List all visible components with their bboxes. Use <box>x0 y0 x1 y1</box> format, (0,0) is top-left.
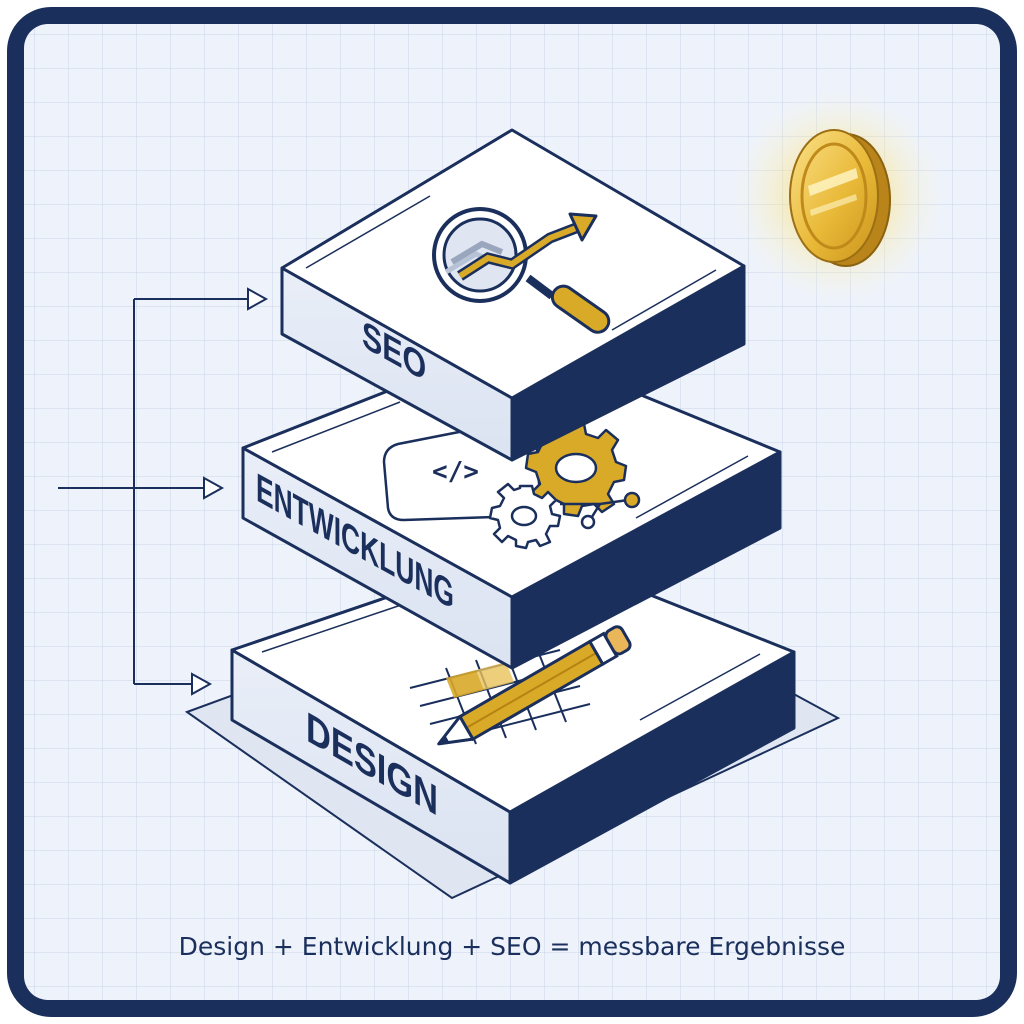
pencil-grid-icon <box>409 625 632 746</box>
code-symbol: </> <box>432 457 479 487</box>
caption-text: Design + Entwicklung + SEO = messbare Er… <box>179 932 846 961</box>
magnifier-chart-icon <box>432 207 611 334</box>
gold-coin-icon <box>733 91 943 301</box>
bracket-arrows-icon <box>58 287 269 696</box>
